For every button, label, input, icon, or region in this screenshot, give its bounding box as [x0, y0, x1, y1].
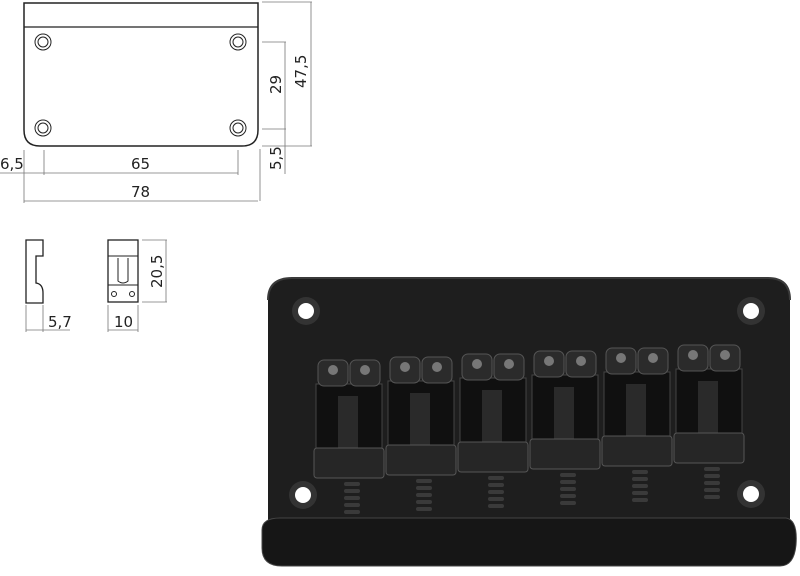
- saddle: [601, 347, 673, 502]
- dim-saddle-height: 20,5: [148, 255, 166, 288]
- photo-mounting-holes: [289, 297, 765, 509]
- saddle-front-view: [107, 239, 139, 303]
- rolled-edge: [261, 517, 797, 567]
- dim-bottom-offset: 5,5: [267, 146, 285, 170]
- dim-plate-height: 47,5: [292, 55, 310, 88]
- dim-saddle-depth: 5,7: [48, 313, 72, 331]
- saddles: [313, 344, 745, 514]
- dimension-lines: [0, 1, 312, 332]
- dim-hole-spacing-vertical: 29: [267, 75, 285, 94]
- plate-top-view: [23, 2, 259, 147]
- saddle: [457, 353, 529, 508]
- dim-hole-spacing-horizontal: 65: [131, 155, 150, 173]
- mounting-holes: [34, 33, 247, 137]
- saddle: [529, 350, 601, 505]
- saddle: [313, 359, 385, 514]
- dim-saddle-width: 10: [114, 313, 133, 331]
- bridge-photo: [261, 277, 797, 567]
- dim-side-offset: 6,5: [0, 155, 24, 173]
- dim-plate-width: 78: [131, 183, 150, 201]
- saddle: [673, 344, 745, 499]
- saddle-side-view: [25, 239, 44, 304]
- saddle: [385, 356, 457, 511]
